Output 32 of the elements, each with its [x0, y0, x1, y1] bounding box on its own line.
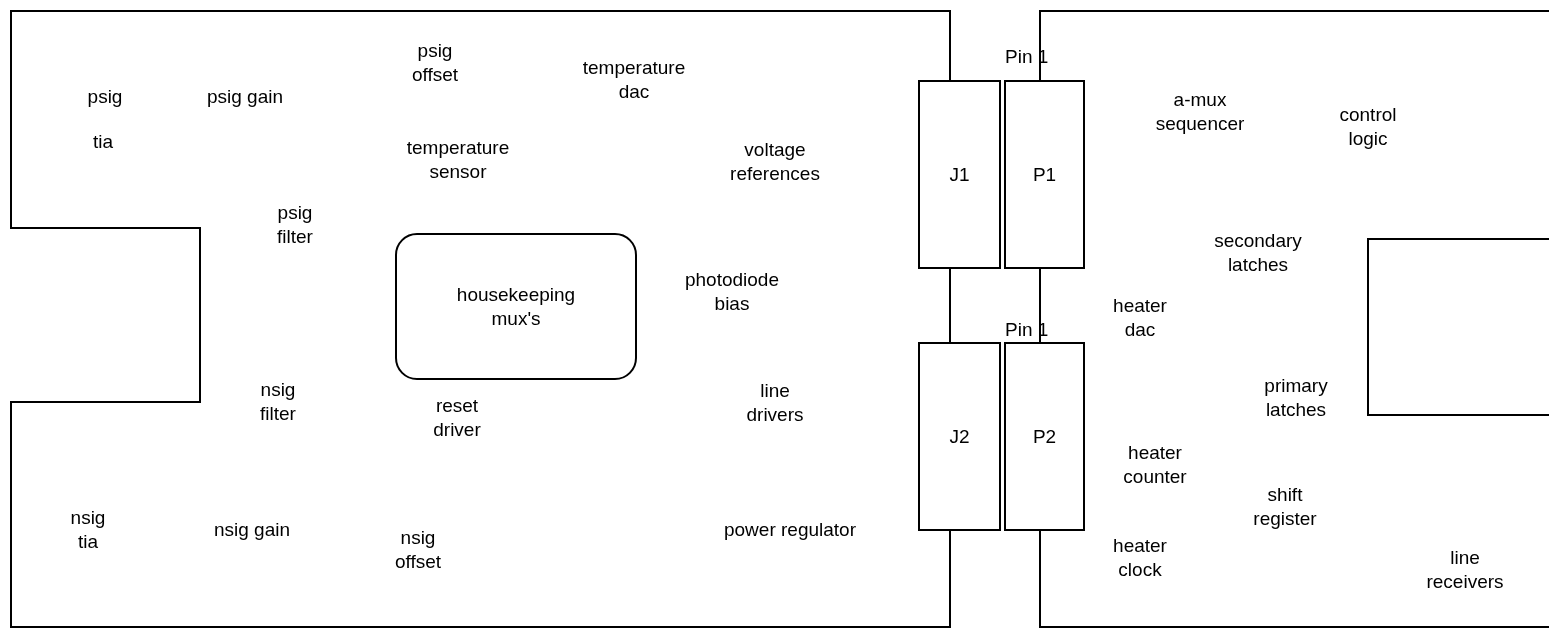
connector-box: P1 [1004, 80, 1085, 269]
circuit-board-outline [10, 10, 951, 628]
connector-box: J1 [918, 80, 1001, 269]
component-label: power regulator [724, 518, 856, 542]
component-label: heater counter [1122, 441, 1188, 489]
component-label: a-mux sequencer [1154, 88, 1246, 136]
component-label: temperature sensor [405, 136, 511, 184]
component-label: primary latches [1263, 374, 1329, 422]
component-label: nsig filter [259, 378, 297, 426]
component-label: nsig tia [69, 506, 107, 554]
component-label: shift register [1252, 483, 1318, 531]
component-label: psig gain [206, 85, 284, 109]
connector-box: J2 [918, 342, 1001, 531]
component-label: psig [87, 85, 123, 109]
component-label: nsig gain [213, 518, 291, 542]
component-label: voltage references [729, 138, 821, 186]
component-label: control logic [1338, 103, 1398, 151]
component-label: line drivers [745, 379, 805, 427]
component-label: heater dac [1112, 294, 1168, 342]
component-label: psig filter [276, 201, 314, 249]
component-label: reset driver [432, 394, 482, 442]
component-label: psig offset [410, 39, 460, 87]
component-label: nsig offset [393, 526, 443, 574]
process-box: housekeeping mux's [395, 233, 637, 380]
component-label: heater clock [1112, 534, 1168, 582]
component-label: line receivers [1425, 546, 1505, 594]
component-label: secondary latches [1213, 229, 1303, 277]
component-label: photodiode bias [683, 268, 780, 316]
component-label: tia [92, 130, 114, 154]
component-outline [1367, 238, 1549, 416]
connector-box: P2 [1004, 342, 1085, 531]
component-label: temperature dac [581, 56, 687, 104]
